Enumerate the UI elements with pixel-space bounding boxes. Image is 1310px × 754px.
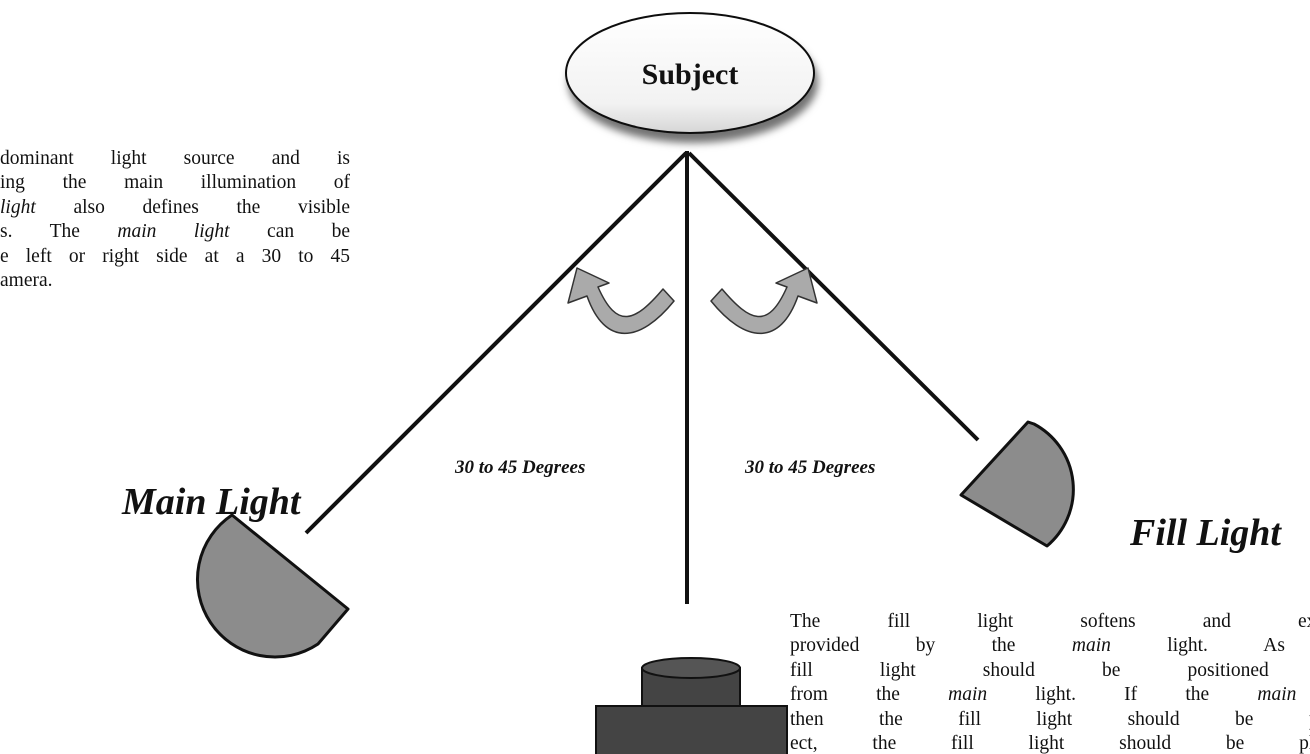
text-run: l xyxy=(1296,684,1310,705)
text-run: amera. xyxy=(0,270,53,292)
paragraph-line: ing the main illumination of xyxy=(0,171,350,195)
text-run: provided by the xyxy=(790,635,1072,657)
italic-term: main light xyxy=(117,221,230,243)
paragraph-line: amera. xyxy=(0,269,350,293)
italic-term: main xyxy=(1071,635,1111,657)
text-run: dominant light source and is xyxy=(0,148,350,169)
text-run: then the fill light should be place xyxy=(790,708,1310,730)
paragraph-line: from the main light. If the main l xyxy=(790,683,1310,707)
paragraph-line: s. The main light can be xyxy=(0,220,350,244)
text-run: from the xyxy=(790,684,949,706)
paragraph-line: fill light should be positioned at xyxy=(790,659,1310,683)
italic-term: light xyxy=(0,196,36,218)
text-run: The fill light softens and extend xyxy=(790,611,1310,632)
subject-label: Subject xyxy=(642,58,739,91)
paragraph-line: e left or right side at a 30 to 45 xyxy=(0,245,350,269)
text-run: s. The xyxy=(0,221,118,243)
fill-light-fixture xyxy=(959,420,1075,548)
fill-light-beam xyxy=(687,151,980,442)
paragraph-line: ect, the fill light should be placed xyxy=(790,732,1310,754)
paragraph-line: provided by the main light. As a xyxy=(790,634,1310,658)
main-light-description: dominant light source and is ing the main… xyxy=(0,147,350,293)
right-angle-label: 30 to 45 Degrees xyxy=(745,457,876,478)
right-angle-arrow xyxy=(710,267,818,335)
camera-icon xyxy=(595,657,788,754)
paragraph-line: The fill light softens and extend xyxy=(790,610,1310,634)
text-run: e left or right side at a 30 to 45 xyxy=(0,245,350,267)
text-run: ect, the fill light should be placed xyxy=(790,733,1310,754)
text-run: also defines the visible xyxy=(35,196,350,218)
italic-term: main xyxy=(1257,684,1297,706)
subject-ellipse xyxy=(565,12,815,134)
main-light-label: Main Light xyxy=(122,481,301,523)
paragraph-line: light also defines the visible xyxy=(0,196,350,220)
paragraph-line: then the fill light should be place xyxy=(790,708,1310,732)
italic-term: main xyxy=(948,684,988,706)
text-run: fill light should be positioned at xyxy=(790,659,1310,681)
text-run: light. As a xyxy=(1167,635,1310,657)
fill-light-label: Fill Light xyxy=(1130,512,1281,554)
text-run: can be xyxy=(229,221,350,243)
main-light-fixture xyxy=(196,513,350,659)
paragraph-line: dominant light source and is xyxy=(0,147,350,171)
text-run: ing the main illumination of xyxy=(0,172,350,194)
left-angle-arrow xyxy=(567,267,675,335)
main-light-beam xyxy=(304,151,688,535)
text-run: light. If the xyxy=(987,684,1258,706)
left-angle-label: 30 to 45 Degrees xyxy=(455,457,586,478)
